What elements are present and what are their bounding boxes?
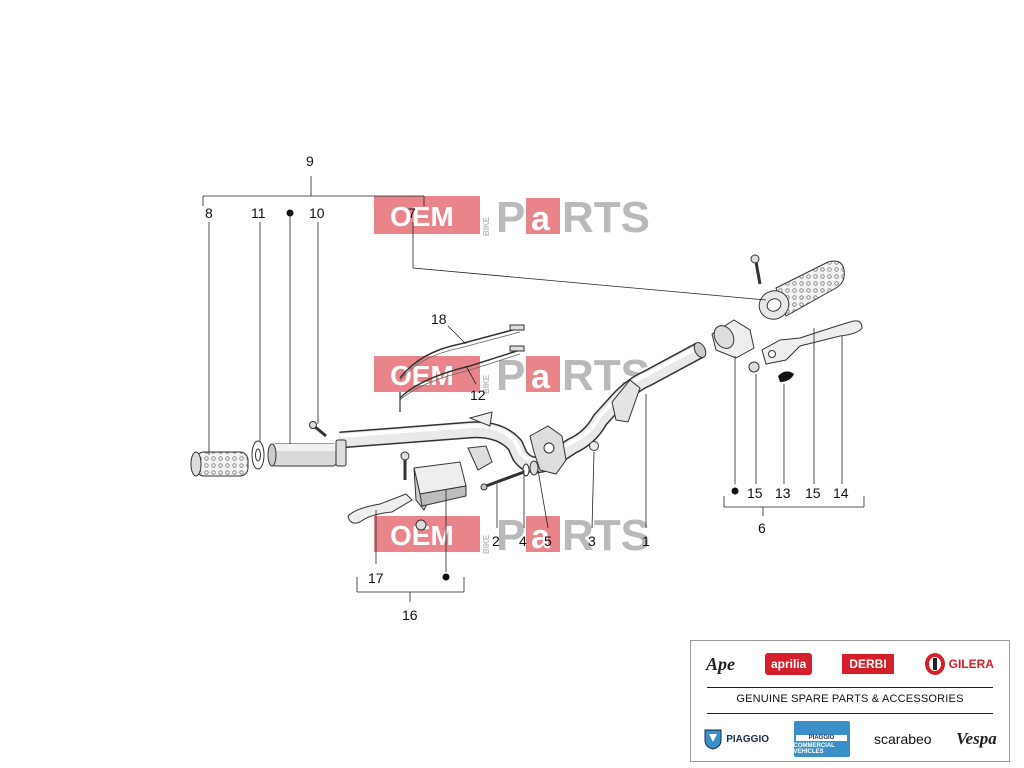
callout-18: 18 — [431, 311, 447, 327]
callout-5: 5 — [544, 533, 552, 549]
watermark-middle: OEM BIKE P a RTS — [374, 351, 650, 400]
callout-6: 6 — [758, 520, 766, 536]
lever-bracket-right — [711, 319, 755, 359]
panel-caption: GENUINE SPARE PARTS & ACCESSORIES — [736, 693, 964, 705]
svg-text:a: a — [531, 200, 551, 238]
svg-text:RTS: RTS — [562, 511, 650, 560]
svg-text:a: a — [531, 518, 551, 556]
vespa-logo: Vespa — [956, 729, 997, 748]
panel-rule-top — [707, 687, 993, 688]
callout-9: 9 — [306, 153, 314, 169]
commercial-label: COMMERCIAL VEHICLES — [793, 743, 835, 755]
scarabeo-logo: scarabeo — [874, 731, 932, 747]
right-grip-screw — [750, 254, 762, 285]
callout-15-left: 15 — [747, 485, 763, 501]
callout-17: 17 — [368, 570, 384, 586]
clamp-bolt — [480, 470, 525, 491]
left-grip — [190, 451, 249, 477]
leader-lines — [202, 176, 865, 602]
svg-text:P: P — [496, 511, 525, 560]
piaggio-label: PIAGGIO — [726, 733, 770, 745]
brand-row-top: Ape aprilia DERBI GILERA — [691, 645, 1009, 683]
callout-15-right: 15 — [805, 485, 821, 501]
handlebar-clamp — [529, 425, 599, 475]
throttle-cable-lower — [399, 345, 525, 412]
left-throttle-sleeve — [267, 439, 347, 467]
piaggio-commercial-logo: PIAGGIO COMMERCIAL VEHICLES — [793, 721, 850, 757]
callout-10: 10 — [309, 205, 325, 221]
master-cylinder-left — [400, 451, 467, 531]
brake-lever-right — [761, 320, 863, 365]
callout-7: 7 — [408, 205, 416, 221]
watermark-top: OEM BIKE P a RTS — [374, 193, 650, 242]
svg-text:P: P — [496, 193, 525, 242]
aprilia-logo: aprilia — [764, 653, 813, 675]
callout-labels: 9 8 11 10 7 18 12 2 4 5 3 1 17 16 15 13 … — [205, 153, 849, 623]
gilera-label: GILERA — [948, 657, 994, 671]
callout-2: 2 — [492, 533, 500, 549]
reference-dot-left-grip — [286, 209, 294, 217]
clamp-nut — [529, 460, 539, 476]
callout-12: 12 — [470, 387, 486, 403]
callout-3: 3 — [588, 533, 596, 549]
callout-8: 8 — [205, 205, 213, 221]
svg-text:OEM: OEM — [390, 201, 454, 232]
brake-lever-left — [347, 493, 413, 524]
svg-text:BIKE: BIKE — [482, 534, 491, 554]
svg-text:a: a — [531, 358, 551, 396]
callout-13: 13 — [775, 485, 791, 501]
callout-14: 14 — [833, 485, 849, 501]
commercial-brand: PIAGGIO — [796, 735, 847, 741]
brand-row-bottom: PIAGGIO PIAGGIO COMMERCIAL VEHICLES scar… — [691, 719, 1009, 759]
gilera-emblem-icon — [924, 653, 945, 675]
callout-16: 16 — [402, 607, 418, 623]
gilera-logo: GILERA — [924, 652, 994, 676]
svg-text:P: P — [496, 351, 525, 400]
svg-text:BIKE: BIKE — [482, 374, 491, 394]
throttle-cable-upper — [399, 324, 525, 381]
lever-spring — [778, 371, 794, 382]
ape-logo: Ape — [705, 653, 735, 674]
reference-dot-master-cylinder — [442, 573, 450, 581]
svg-text:RTS: RTS — [562, 193, 650, 242]
left-grip-washer — [251, 440, 265, 470]
derbi-logo: DERBI — [842, 654, 894, 674]
panel-rule-bottom — [707, 713, 993, 714]
grip-screw — [309, 421, 327, 438]
callout-1: 1 — [642, 533, 650, 549]
svg-text:BIKE: BIKE — [482, 216, 491, 236]
callout-11: 11 — [251, 205, 266, 221]
right-grip — [758, 260, 845, 320]
clamp-washer — [522, 463, 530, 477]
callout-4: 4 — [519, 533, 527, 549]
piaggio-shield-icon — [704, 729, 722, 750]
reference-dot-right-group — [731, 487, 739, 495]
piaggio-logo: PIAGGIO — [703, 728, 769, 750]
watermark-bottom: OEM BIKE P a RTS — [374, 511, 650, 560]
lever-nut — [748, 361, 760, 373]
brand-panel: Ape aprilia DERBI GILERA GENUINE SPARE P… — [690, 640, 1010, 762]
